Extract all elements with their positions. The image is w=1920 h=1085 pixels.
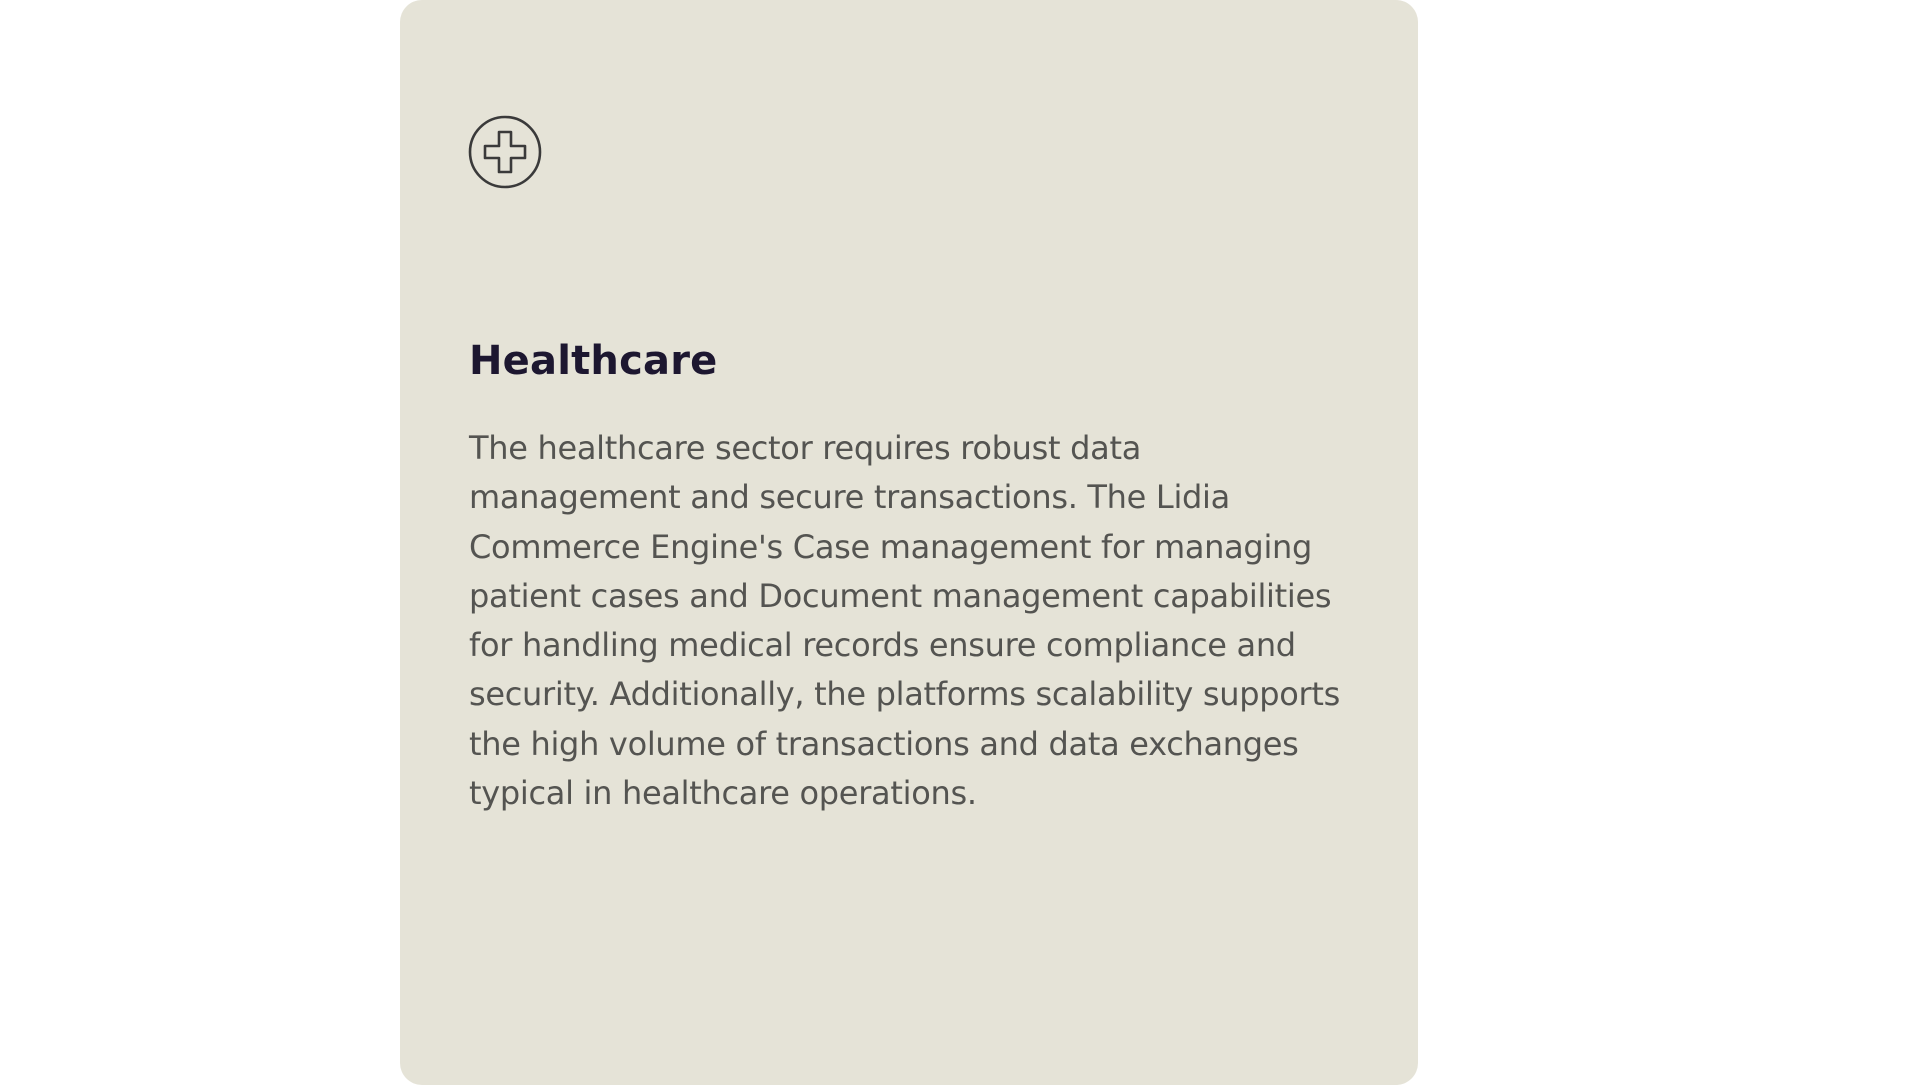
card-title: Healthcare xyxy=(469,338,718,384)
healthcare-card: Healthcare The healthcare sector require… xyxy=(400,0,1418,1085)
card-description: The healthcare sector requires robust da… xyxy=(469,429,1341,813)
medical-cross-icon xyxy=(468,115,542,189)
